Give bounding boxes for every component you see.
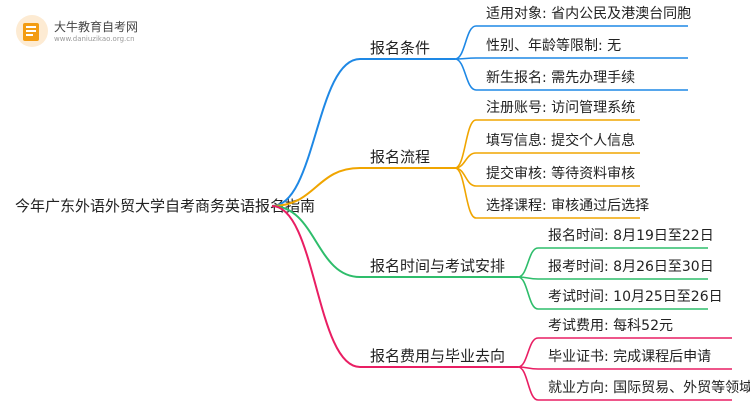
leaf-connector <box>517 337 539 368</box>
leaf-label: 填写信息: 提交个人信息 <box>486 132 635 149</box>
branch-connector <box>271 205 361 278</box>
leaf-label: 适用对象: 省内公民及港澳台同胞 <box>486 6 691 22</box>
leaf-label: 考试费用: 每科52元 <box>548 318 673 334</box>
leaf-label: 考试时间: 10月25日至26日 <box>548 289 723 305</box>
branch-label: 报名费用与毕业去向 <box>370 347 505 365</box>
branch-label: 报名时间与考试安排 <box>370 257 505 275</box>
leaf-label: 提交审核: 等待资料审核 <box>486 165 635 182</box>
leaf-connector <box>517 276 539 310</box>
leaf-label: 毕业证书: 完成课程后申请 <box>548 349 711 365</box>
leaf-connector <box>454 119 477 169</box>
root-topic: 今年广东外语外贸大学自考商务英语报名指南 <box>15 197 315 215</box>
leaf-label: 新生报名: 需先办理手续 <box>486 69 635 86</box>
leaf-connector <box>517 247 539 278</box>
leaf-label: 注册账号: 访问管理系统 <box>486 100 635 116</box>
leaf-label: 报考时间: 8月26日至30日 <box>548 259 714 275</box>
branch-connector <box>271 58 361 207</box>
leaf-label: 性别、年龄等限制: 无 <box>486 37 621 54</box>
leaf-connector <box>517 366 539 401</box>
leaf-connector <box>454 58 477 91</box>
site-logo[interactable]: 大牛教育自考网 www.daniuzikao.org.cn <box>14 14 154 48</box>
leaf-connector <box>454 167 477 219</box>
leaf-label: 选择课程: 审核通过后选择 <box>486 198 649 214</box>
logo-title: 大牛教育自考网 <box>54 20 139 34</box>
leaf-label: 报名时间: 8月19日至22日 <box>548 228 714 244</box>
leaf-connector <box>454 25 477 60</box>
branch-label: 报名条件 <box>370 39 430 57</box>
branch-connector <box>271 205 361 368</box>
branch-label: 报名流程 <box>370 148 430 166</box>
leaf-label: 就业方向: 国际贸易、外贸等领域 <box>548 379 750 396</box>
logo-subtitle: www.daniuzikao.org.cn <box>54 35 135 43</box>
branch-connector <box>271 167 361 207</box>
logo-book-icon <box>16 15 48 47</box>
